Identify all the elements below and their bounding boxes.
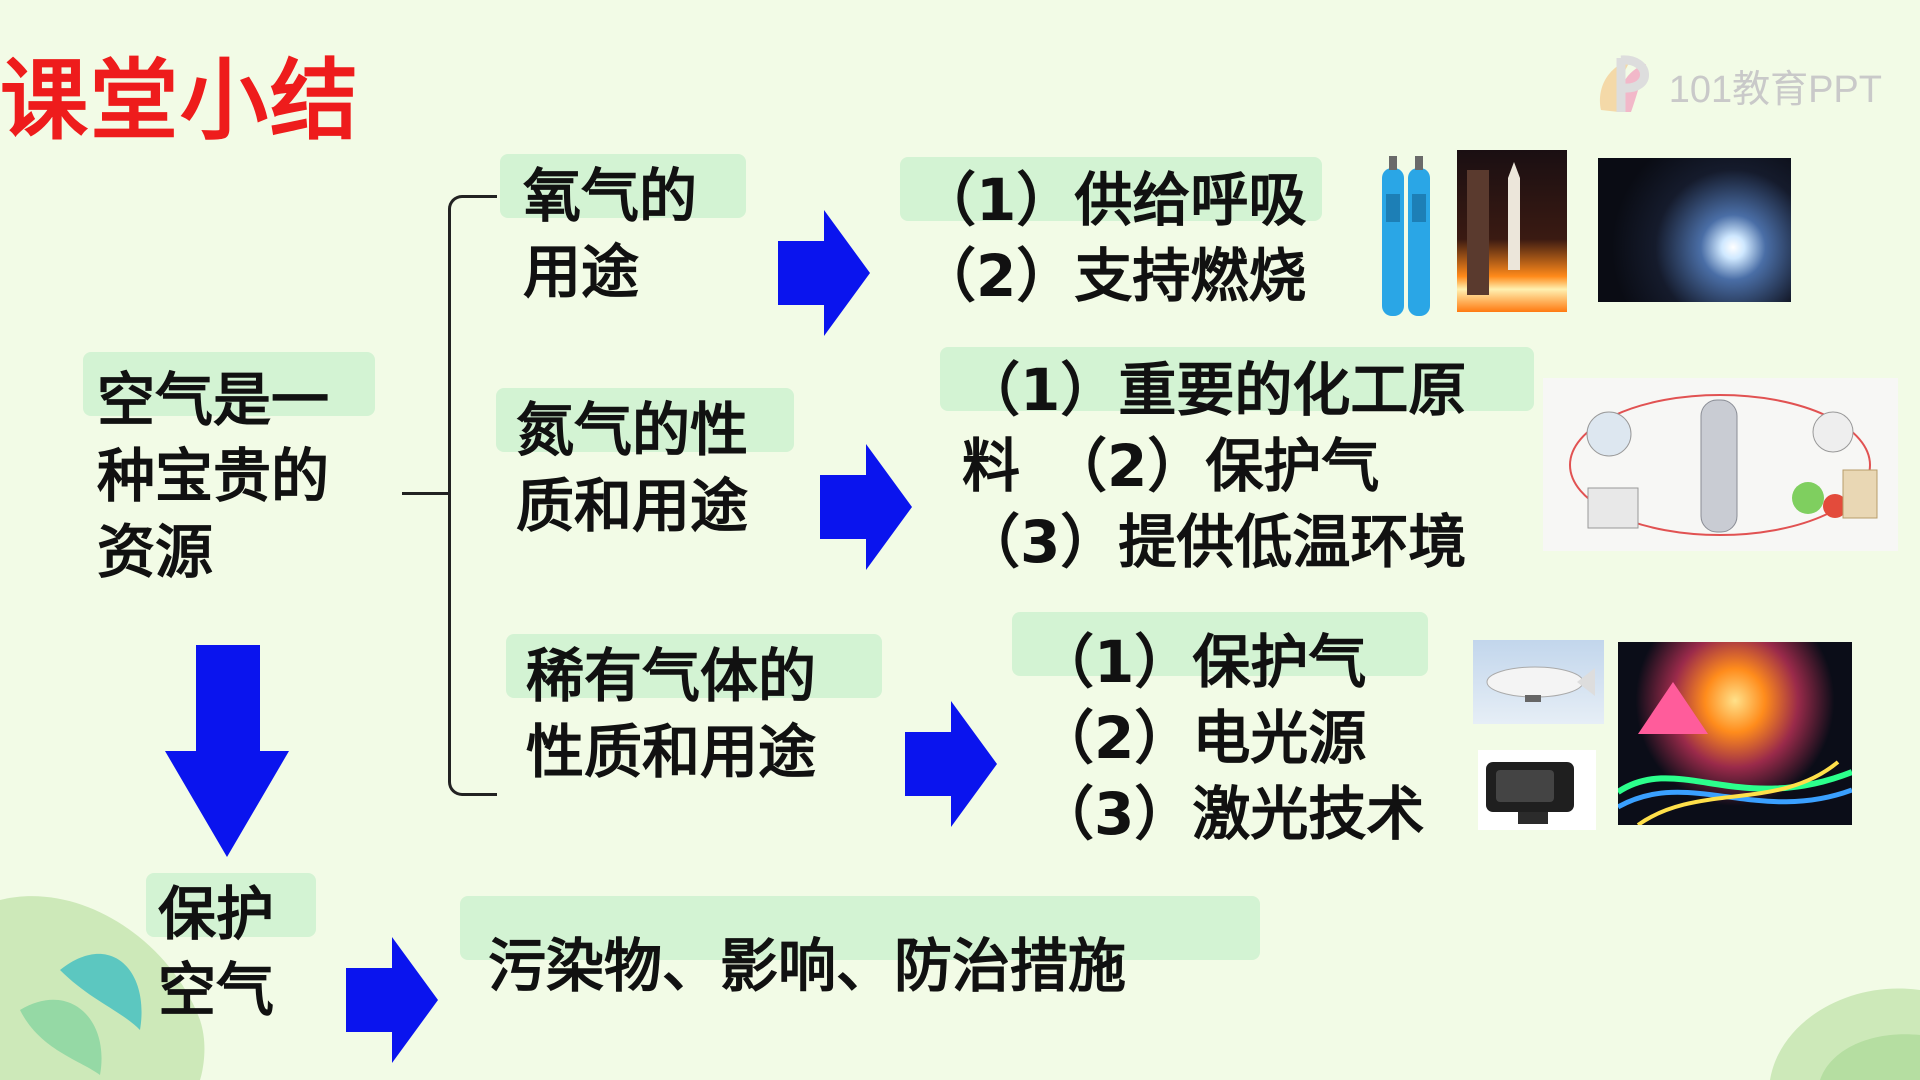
raregas-topic: 稀有气体的 性质和用途	[526, 638, 816, 790]
nitrogen-uses-diagram-image	[1543, 378, 1898, 551]
raregas-topic-line-2: 性质和用途	[526, 718, 817, 786]
raregas-topic-line-1: 稀有气体的	[526, 642, 817, 710]
oxygen-uses-highlight	[900, 157, 1322, 221]
logo-text: 101教育PPT	[1668, 68, 1882, 111]
protect-right-arrow	[346, 937, 438, 1063]
raregas-use-3: （3）激光技术	[1036, 780, 1425, 848]
nitrogen-use-3: （3）提供低温环境	[962, 508, 1467, 576]
nitrogen-use-2: 料 （2）保护气	[962, 432, 1380, 500]
nitrogen-uses: （1）重要的化工原 料 （2）保护气 （3）提供低温环境	[962, 352, 1466, 580]
oxygen-cylinders-image	[1378, 154, 1434, 318]
oxygen-use-1: （1）供给呼吸	[918, 166, 1307, 234]
oxygen-topic: 氧气的 用途	[523, 158, 697, 310]
leaf-decoration-right	[1770, 988, 1920, 1080]
protect-line-1: 保护	[158, 880, 275, 948]
oxygen-topic-highlight	[500, 154, 746, 218]
protect-highlight	[146, 873, 316, 937]
nitrogen-uses-highlight	[940, 347, 1534, 411]
root-highlight	[83, 352, 375, 416]
oxygen-use-2: （2）支持燃烧	[918, 242, 1307, 310]
oxygen-topic-line-2: 用途	[523, 238, 640, 306]
airship-image	[1473, 640, 1604, 724]
root-line-1: 空气是一	[97, 366, 330, 434]
root-line-2: 种宝贵的	[97, 442, 330, 510]
oxygen-topic-line-1: 氧气的	[523, 162, 698, 230]
raregas-right-arrow	[905, 701, 997, 827]
protect-detail: 污染物、影响、防治措施	[488, 932, 1127, 1000]
leaf-decoration-left	[0, 896, 205, 1080]
camera-flash-image	[1478, 750, 1596, 830]
neon-lights-image	[1618, 642, 1852, 825]
raregas-use-2: （2）电光源	[1036, 704, 1367, 772]
raregas-use-1: （1）保护气	[1036, 628, 1367, 696]
raregas-uses: （1）保护气 （2）电光源 （3）激光技术	[1036, 624, 1424, 852]
p-leaf-logo-icon	[1599, 55, 1649, 112]
root-line-3: 资源	[97, 518, 214, 586]
protect-detail-highlight	[460, 896, 1260, 960]
nitrogen-use-1: （1）重要的化工原	[962, 356, 1467, 424]
welding-sparks-image	[1598, 158, 1791, 302]
protect-line-2: 空气	[158, 956, 275, 1024]
raregas-topic-highlight	[506, 634, 882, 698]
oxygen-right-arrow	[778, 210, 870, 336]
nitrogen-topic-highlight	[496, 388, 794, 452]
nitrogen-topic-line-2: 质和用途	[516, 472, 749, 540]
rocket-launch-image	[1457, 150, 1567, 312]
page-title: 课堂小结	[0, 49, 361, 152]
nitrogen-right-arrow	[820, 444, 912, 570]
raregas-uses-highlight	[1012, 612, 1428, 676]
nitrogen-topic-line-1: 氮气的性	[516, 396, 749, 464]
brand-logo: 101教育PPT	[1591, 50, 1882, 120]
down-arrow	[165, 645, 289, 857]
brace-connector	[448, 195, 497, 796]
nitrogen-topic: 氮气的性 质和用途	[516, 392, 748, 544]
root-label: 空气是一 种宝贵的 资源	[97, 362, 329, 590]
oxygen-uses: （1）供给呼吸 （2）支持燃烧	[918, 162, 1306, 314]
protect-label: 保护 空气	[158, 876, 274, 1028]
brace-tip	[402, 492, 450, 495]
